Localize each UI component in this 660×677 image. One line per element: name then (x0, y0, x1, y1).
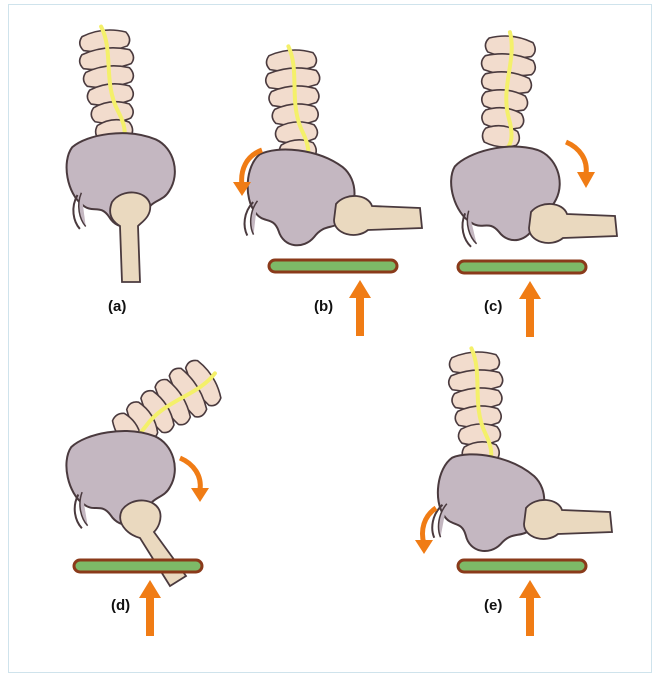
force-arrow-b (349, 280, 371, 336)
panel-label-a: (a) (108, 298, 126, 315)
panel-label-b: (b) (314, 298, 333, 315)
force-plate-d (74, 560, 202, 572)
force-arrow-e (519, 580, 541, 636)
panel-label-d: (d) (111, 597, 130, 614)
force-plate-b (269, 260, 397, 272)
panel-d (63, 352, 230, 636)
panel-a (64, 24, 178, 282)
panel-label-c: (c) (484, 298, 502, 315)
spine-c (472, 30, 539, 163)
rotation-arrow-e (423, 508, 437, 544)
force-arrow-d (139, 580, 161, 636)
femur-b (334, 196, 422, 235)
panel-b (233, 44, 422, 336)
rotation-arrow-c (566, 142, 586, 174)
force-plate-c (458, 261, 586, 273)
force-plate-e (458, 560, 586, 572)
femur-e (524, 500, 612, 539)
femur-c (529, 204, 617, 243)
panel-e (415, 346, 612, 636)
rotation-arrowhead-e (415, 540, 433, 554)
rotation-arrowhead-c (577, 172, 595, 188)
rotation-arrowhead-d (191, 488, 209, 502)
panel-label-e: (e) (484, 597, 502, 614)
force-arrow-c (519, 281, 541, 337)
femur-a (110, 192, 150, 282)
panel-c (446, 30, 617, 337)
rotation-arrow-d (180, 458, 200, 490)
